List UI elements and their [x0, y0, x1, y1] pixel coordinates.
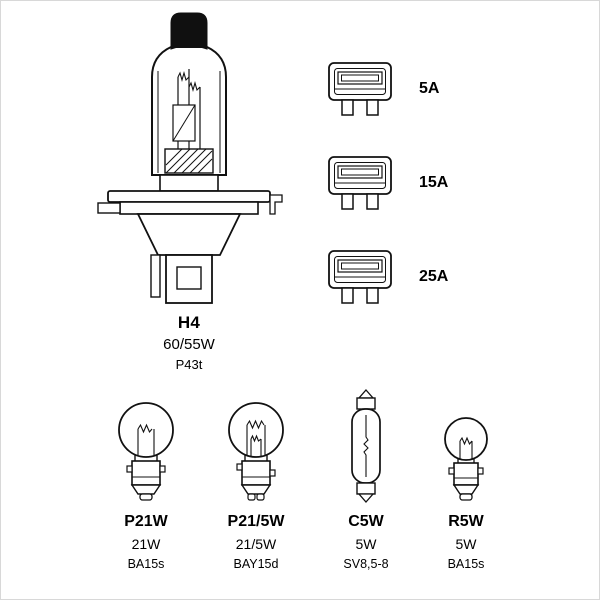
bulb-wattage: 5W: [355, 536, 377, 552]
p21-5w-bulb-illustration: [228, 402, 284, 501]
bulb-figure-p21w: P21W 21W BA15s: [93, 387, 199, 571]
bulb-base-code: BA15s: [127, 557, 165, 571]
h4-wattage: 60/55W: [163, 336, 215, 353]
fuse-row-25a: 25A: [327, 249, 448, 305]
bulb-figure-r5w: R5W 5W BA15s: [419, 387, 513, 571]
bulb-name: P21/5W: [227, 513, 285, 530]
bulb-base-code: BAY15d: [233, 557, 279, 571]
c5w-festoon-illustration: [351, 389, 381, 503]
bulb-name: R5W: [448, 513, 484, 530]
fuse-row-15a: 15A: [327, 155, 448, 211]
bulb-name: P21W: [124, 513, 168, 530]
bulb-figure-p21-5w: P21/5W 21/5W BAY15d: [203, 387, 309, 571]
fuse-amp-label: 15A: [419, 174, 449, 191]
blade-fuse-illustration: [328, 156, 392, 210]
h4-figure: H4 60/55W P43t: [89, 7, 289, 372]
h4-base-code: P43t: [175, 357, 203, 372]
h4-name: H4: [177, 313, 201, 332]
fuse-row-5a: 5A: [327, 61, 439, 117]
h4-bulb-illustration: [97, 12, 283, 304]
bulb-wattage: 5W: [455, 536, 477, 552]
fuse-amp-label: 5A: [419, 80, 440, 97]
fuse-amp-label: 25A: [419, 268, 449, 285]
bulb-base-code: SV8,5-8: [343, 557, 389, 571]
bulb-wattage: 21/5W: [235, 536, 277, 552]
bulb-wattage: 21W: [131, 536, 161, 552]
r5w-bulb-illustration: [444, 417, 488, 501]
bulb-base-code: BA15s: [447, 557, 485, 571]
p21w-bulb-illustration: [118, 402, 174, 501]
bulb-name: C5W: [348, 513, 384, 530]
blade-fuse-illustration: [328, 250, 392, 304]
blade-fuse-illustration: [328, 62, 392, 116]
bulb-figure-c5w: C5W 5W SV8,5-8: [319, 387, 413, 571]
